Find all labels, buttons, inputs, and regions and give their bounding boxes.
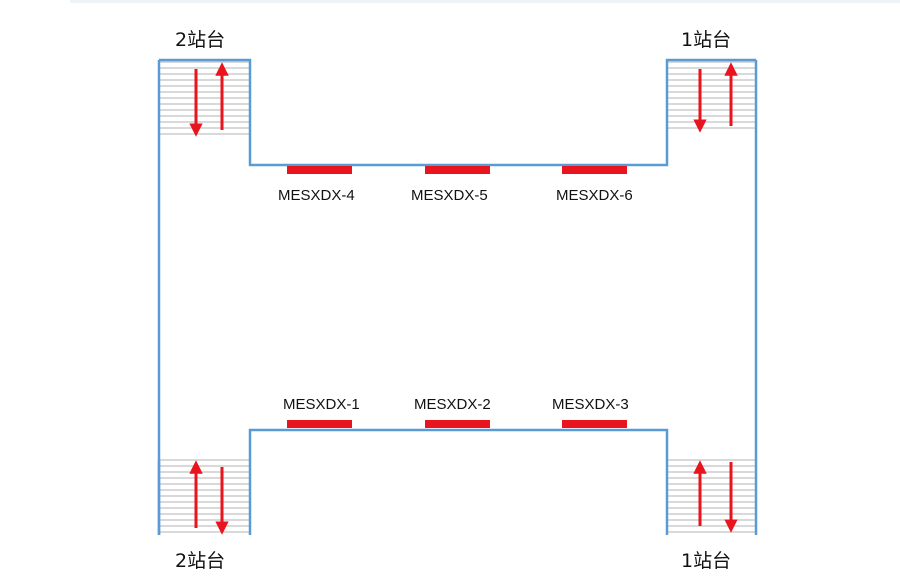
device-bar [425, 420, 490, 428]
devices-top [287, 166, 627, 174]
device-bar [562, 166, 627, 174]
stair-bottom-right [667, 459, 755, 533]
station-label-top-right: 1站台 [681, 29, 732, 51]
stair-top-right [667, 61, 755, 129]
device-bar [287, 420, 352, 428]
device-bar [287, 166, 352, 174]
top-border-strip [70, 0, 900, 3]
stair-bottom-left [160, 459, 250, 533]
station-label-bottom-right: 1站台 [681, 550, 732, 572]
upper-outline [159, 58, 756, 167]
device-label: MESXDX-1 [283, 396, 360, 413]
flow-arrows [189, 62, 738, 535]
lower-corridor-outline [248, 428, 669, 535]
device-label: MESXDX-5 [411, 187, 488, 204]
stairs [160, 61, 755, 533]
devices-bottom [287, 420, 627, 428]
station-label-bottom-left: 2站台 [175, 550, 226, 572]
device-label: MESXDX-4 [278, 187, 355, 204]
device-label: MESXDX-2 [414, 396, 491, 413]
station-label-top-left: 2站台 [175, 29, 226, 51]
device-bar [562, 420, 627, 428]
device-bar [425, 166, 490, 174]
stair-top-left [160, 61, 250, 135]
device-label: MESXDX-6 [556, 187, 633, 204]
device-label: MESXDX-3 [552, 396, 629, 413]
